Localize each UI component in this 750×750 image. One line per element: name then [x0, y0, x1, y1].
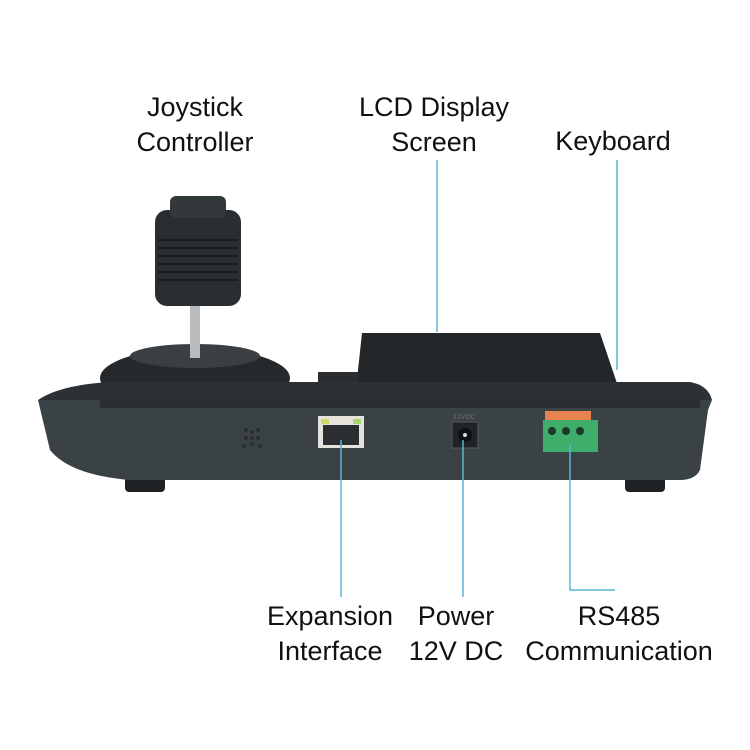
label-rs485-communication: RS485 Communication — [525, 601, 713, 666]
speaker-grille — [242, 428, 262, 448]
terminal-clips — [545, 411, 591, 420]
power-port-marking: 12VDC — [453, 414, 476, 421]
rs485-callout-line — [569, 445, 615, 591]
joystick-shaft — [190, 300, 200, 358]
label-power-12v-dc: Power 12V DC — [408, 601, 504, 666]
label-lcd-display-screen: LCD Display Screen — [358, 92, 510, 157]
device-body — [38, 400, 712, 480]
lcd-housing — [355, 333, 622, 398]
label-expansion-interface: Expansion Interface — [266, 601, 394, 666]
joystick-knob — [155, 210, 241, 306]
label-keyboard: Keyboard — [555, 126, 671, 156]
label-joystick-controller: Joystick Controller — [136, 92, 254, 157]
